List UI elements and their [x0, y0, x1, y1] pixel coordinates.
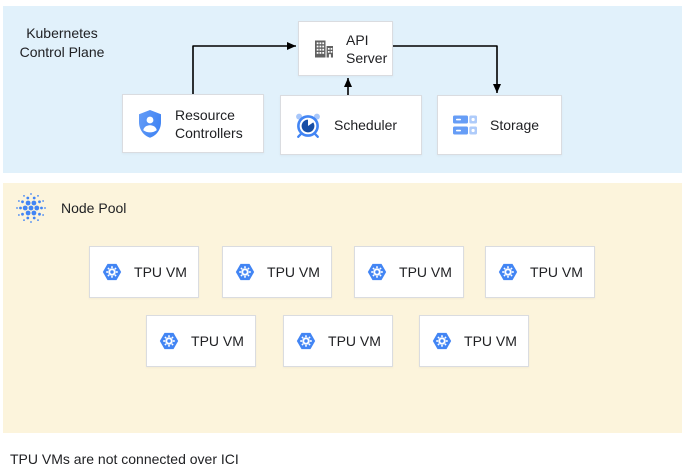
node-pool-title: Node Pool [61, 199, 127, 216]
tpu-vm-label: TPU VM [399, 264, 452, 280]
tpu-hexagon-gear-icon [159, 332, 179, 350]
shield-person-icon [139, 109, 161, 138]
storage-node: Storage [437, 95, 562, 155]
tpu-vm-label: TPU VM [464, 333, 517, 349]
tpu-vm-node-1: TPU VM [89, 246, 199, 298]
diagram-caption: TPU VMs are not connected over ICI [10, 451, 239, 467]
building-icon [315, 40, 333, 57]
node-pool-header: Node Pool [14, 191, 126, 225]
tpu-vm-node-4: TPU VM [485, 246, 595, 298]
tpu-vm-label: TPU VM [191, 333, 244, 349]
dot-cluster-icon [16, 193, 46, 223]
tpu-vm-node-3: TPU VM [354, 246, 464, 298]
api-server-node: API Server [298, 21, 393, 76]
tpu-hexagon-gear-icon [296, 332, 316, 350]
tpu-vm-label: TPU VM [267, 264, 320, 280]
node-pool-panel [3, 183, 682, 433]
tpu-vm-node-5: TPU VM [146, 315, 256, 367]
scheduler-node: Scheduler [280, 95, 422, 155]
tpu-hexagon-gear-icon [498, 263, 518, 281]
storage-label: Storage [490, 117, 540, 133]
tpu-hexagon-gear-icon [432, 332, 452, 350]
control-plane-title: Kubernetes Control Plane [19, 25, 105, 60]
resource-controllers-node: Resource Controllers [122, 94, 264, 153]
tpu-vm-node-6: TPU VM [283, 315, 393, 367]
tpu-hexagon-gear-icon [235, 263, 255, 281]
scheduler-label: Scheduler [334, 117, 398, 133]
tpu-hexagon-gear-icon [102, 263, 122, 281]
tpu-hexagon-gear-icon [367, 263, 387, 281]
api-server-label: API Server [346, 31, 388, 66]
tpu-vm-node-2: TPU VM [222, 246, 332, 298]
tpu-vm-label: TPU VM [530, 264, 583, 280]
tpu-vm-node-7: TPU VM [419, 315, 529, 367]
alarm-clock-icon [296, 113, 320, 138]
resource-controllers-label: Resource Controllers [175, 106, 243, 141]
tpu-vm-label: TPU VM [328, 333, 381, 349]
tpu-vm-label: TPU VM [134, 264, 187, 280]
server-stack-icon [453, 115, 477, 135]
